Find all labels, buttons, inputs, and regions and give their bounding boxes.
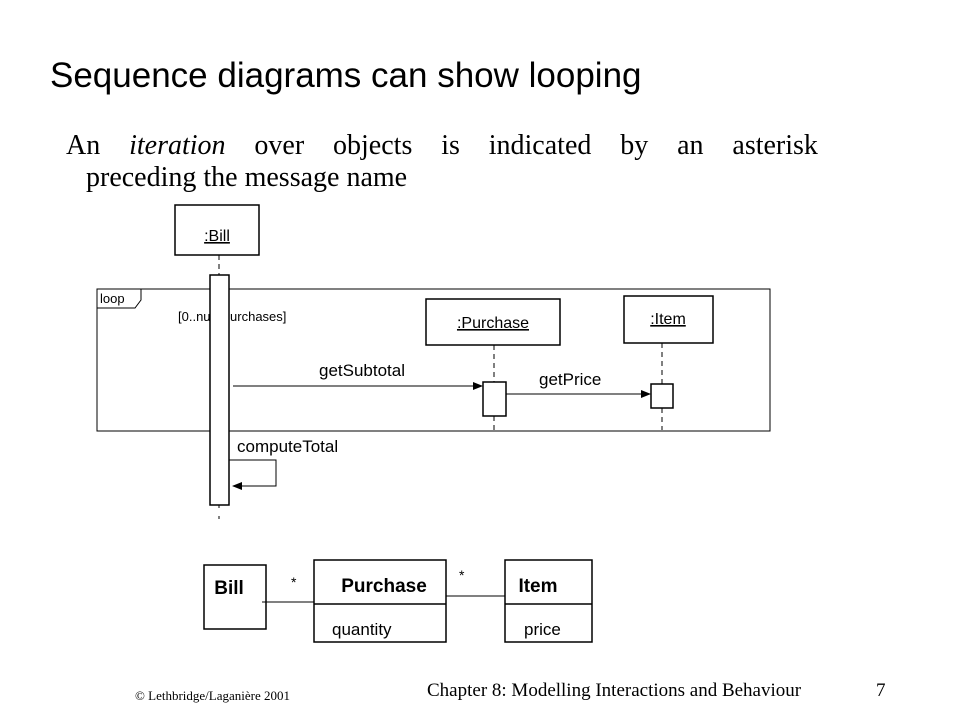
bullet-line-1: An iteration over objects is indicated b… bbox=[66, 130, 818, 162]
item-lifeline-head bbox=[623, 295, 714, 344]
multiplicity-bill-purchase: * bbox=[291, 574, 297, 590]
item-lifeline-label: :Item bbox=[650, 311, 686, 328]
loop-fragment-tab bbox=[97, 289, 142, 309]
loop-operator-label: loop bbox=[100, 291, 125, 306]
bullet-word: over bbox=[254, 130, 305, 161]
get-subtotal-label: getSubtotal bbox=[319, 361, 405, 380]
loop-guard-label: [0..numPurchases] bbox=[178, 309, 286, 324]
bullet-word: indicated bbox=[488, 130, 592, 161]
bill-class-box bbox=[203, 564, 267, 630]
bullet-word: asterisk bbox=[732, 130, 818, 161]
bill-class-name: Bill bbox=[214, 578, 244, 599]
bullet-word: an bbox=[677, 130, 704, 161]
bill-lifeline-head bbox=[174, 204, 260, 256]
bill-activation-bar bbox=[209, 274, 230, 506]
bullet-word-emphasis: iteration bbox=[129, 130, 226, 161]
bill-lifeline-label: :Bill bbox=[204, 228, 230, 245]
footer-copyright: © Lethbridge/Laganière 2001 bbox=[135, 688, 290, 703]
purchase-class-box bbox=[313, 559, 447, 643]
class-diagram: Bill Purchase quantity Item price * * bbox=[203, 559, 593, 643]
item-class-box bbox=[504, 559, 593, 643]
bullet-text: An iteration over objects is indicated b… bbox=[66, 130, 818, 194]
item-attribute: price bbox=[524, 620, 561, 639]
sequence-diagram: loop [0..numPurchases] :Bill :Purchase :… bbox=[96, 204, 771, 525]
item-activation-bar bbox=[650, 383, 674, 409]
compute-total-label: computeTotal bbox=[237, 437, 338, 456]
purchase-lifeline-label: :Purchase bbox=[457, 315, 529, 332]
get-price-label: getPrice bbox=[539, 370, 601, 389]
item-class-name: Item bbox=[518, 576, 557, 597]
purchase-lifeline-head bbox=[425, 298, 561, 346]
bullet-word: is bbox=[441, 130, 460, 161]
multiplicity-item-purchase: * bbox=[459, 567, 465, 583]
bullet-word: objects bbox=[333, 130, 413, 161]
loop-fragment-frame bbox=[96, 288, 771, 432]
purchase-activation-bar bbox=[482, 381, 507, 417]
slide-title: Sequence diagrams can show looping bbox=[50, 56, 642, 95]
compute-total-self-arrow bbox=[229, 459, 277, 490]
purchase-attribute: quantity bbox=[332, 620, 392, 639]
purchase-class-name: Purchase bbox=[341, 576, 427, 597]
footer-page-number: 7 bbox=[876, 680, 886, 701]
bullet-line-2: preceding the message name bbox=[86, 162, 408, 193]
bullet-word: An bbox=[66, 130, 101, 161]
bullet-word: by bbox=[620, 130, 649, 161]
footer-chapter: Chapter 8: Modelling Interactions and Be… bbox=[427, 680, 802, 701]
